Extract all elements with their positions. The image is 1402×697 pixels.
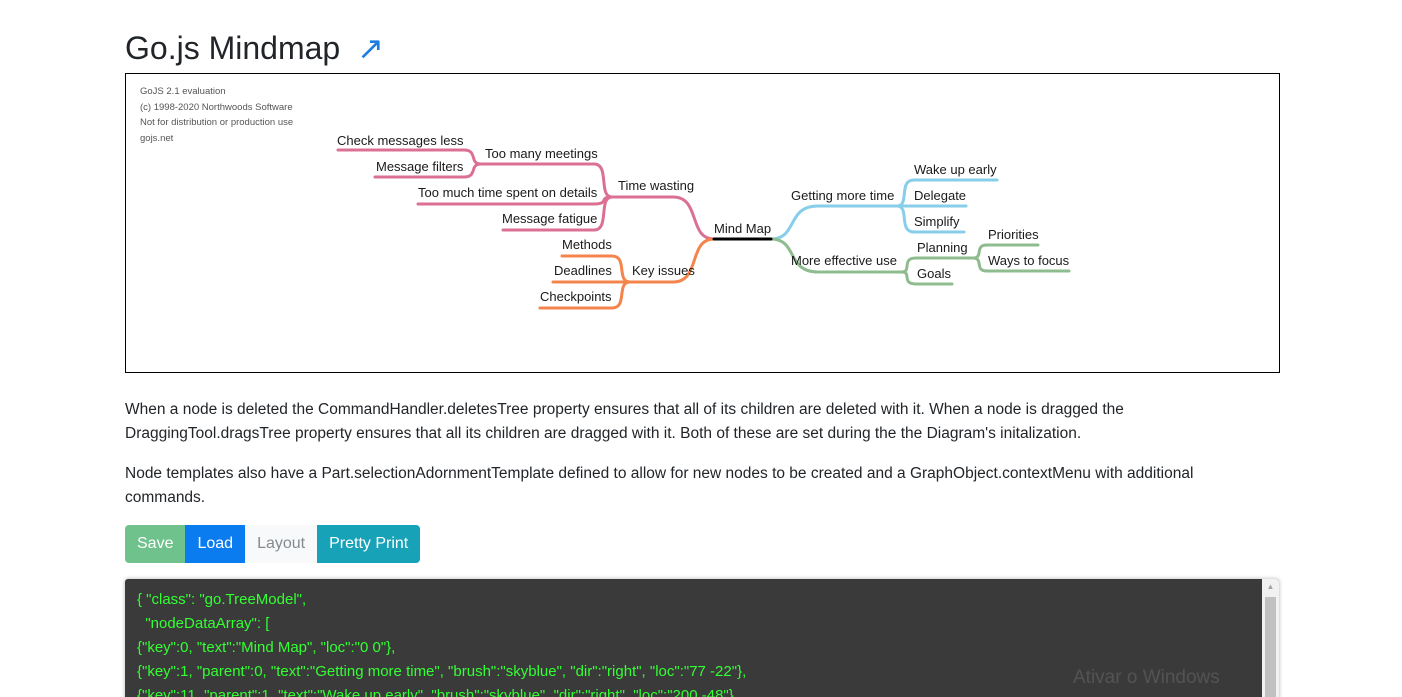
link-meetings-filters <box>373 162 483 179</box>
page-title-text: Go.js Mindmap <box>125 30 341 66</box>
node-message-fatigue[interactable]: Message fatigue <box>502 211 597 226</box>
node-getting-more-time[interactable]: Getting more time <box>791 188 894 203</box>
link-wasting-fatigue <box>501 195 614 232</box>
node-ways-to-focus[interactable]: Ways to focus <box>988 253 1070 268</box>
code-line: { "class": "go.TreeModel", <box>137 591 307 608</box>
node-priorities[interactable]: Priorities <box>988 227 1039 242</box>
code-line: "nodeDataArray": [ <box>137 615 270 632</box>
textarea-scrollbar[interactable]: ▲ <box>1262 579 1279 697</box>
node-too-much-time-details[interactable]: Too much time spent on details <box>418 185 598 200</box>
watermark-line: (c) 1998-2020 Northwoods Software <box>140 101 293 113</box>
link-root-time-wasting <box>610 195 716 241</box>
button-toolbar: Save Load Layout Pretty Print <box>125 525 421 563</box>
link-root-key-issues <box>628 237 716 284</box>
code-line: {"key":1, "parent":0, "text":"Getting mo… <box>137 663 747 680</box>
node-too-many-meetings[interactable]: Too many meetings <box>485 146 598 161</box>
page-title: Go.js Mindmap ↗ <box>125 26 384 70</box>
link-getting-simplify <box>895 204 966 234</box>
link-effective-goals <box>900 270 954 286</box>
node-mind-map[interactable]: Mind Map <box>714 221 771 236</box>
mindmap-canvas[interactable]: Mind Map Getting more time Wake up early… <box>126 74 1279 372</box>
node-delegate[interactable]: Delegate <box>914 188 966 203</box>
pretty-print-button[interactable]: Pretty Print <box>317 525 421 563</box>
scrollbar-thumb[interactable] <box>1265 597 1276 697</box>
link-root-more-effective <box>769 237 904 274</box>
mindmap-diagram[interactable]: Mind Map Getting more time Wake up early… <box>125 73 1280 373</box>
code-line: {"key":0, "text":"Mind Map", "loc":"0 0"… <box>137 639 396 656</box>
code-line: {"key":11, "parent":1, "text":"Wake up e… <box>137 687 738 697</box>
load-button[interactable]: Load <box>185 525 246 563</box>
node-methods[interactable]: Methods <box>562 237 612 252</box>
description-paragraph-2: Node templates also have a Part.selectio… <box>125 465 1194 506</box>
node-key-issues[interactable]: Key issues <box>632 263 695 278</box>
layout-button[interactable]: Layout <box>245 525 318 563</box>
node-simplify[interactable]: Simplify <box>914 214 960 229</box>
watermark-line: gojs.net <box>140 132 174 144</box>
node-deadlines[interactable]: Deadlines <box>554 263 612 278</box>
node-message-filters[interactable]: Message filters <box>376 159 464 174</box>
node-planning[interactable]: Planning <box>917 240 968 255</box>
node-check-messages-less[interactable]: Check messages less <box>337 133 464 148</box>
model-json-text[interactable]: { "class": "go.TreeModel", "nodeDataArra… <box>137 588 746 697</box>
link-key-checkpoints <box>538 280 632 310</box>
watermark-line: GoJS 2.1 evaluation <box>140 86 226 97</box>
evaluation-watermark: GoJS 2.1 evaluation (c) 1998-2020 Northw… <box>140 84 293 146</box>
node-checkpoints[interactable]: Checkpoints <box>540 289 612 304</box>
save-button[interactable]: Save <box>125 525 186 563</box>
watermark-line: Not for distribution or production use <box>140 117 294 128</box>
link-root-getting-more-time <box>769 204 899 241</box>
link-planning-ways <box>971 256 1071 273</box>
node-time-wasting[interactable]: Time wasting <box>618 178 694 193</box>
external-link-icon[interactable]: ↗ <box>357 30 384 66</box>
node-goals[interactable]: Goals <box>917 266 951 281</box>
model-json-textarea[interactable]: { "class": "go.TreeModel", "nodeDataArra… <box>125 579 1279 697</box>
node-more-effective-use[interactable]: More effective use <box>791 253 897 268</box>
description-paragraph-1: When a node is deleted the CommandHandle… <box>125 401 1124 442</box>
activate-windows-watermark: Ativar o Windows <box>1073 667 1220 688</box>
node-wake-up-early[interactable]: Wake up early <box>914 162 997 177</box>
scroll-up-arrow-icon[interactable]: ▲ <box>1266 582 1275 591</box>
